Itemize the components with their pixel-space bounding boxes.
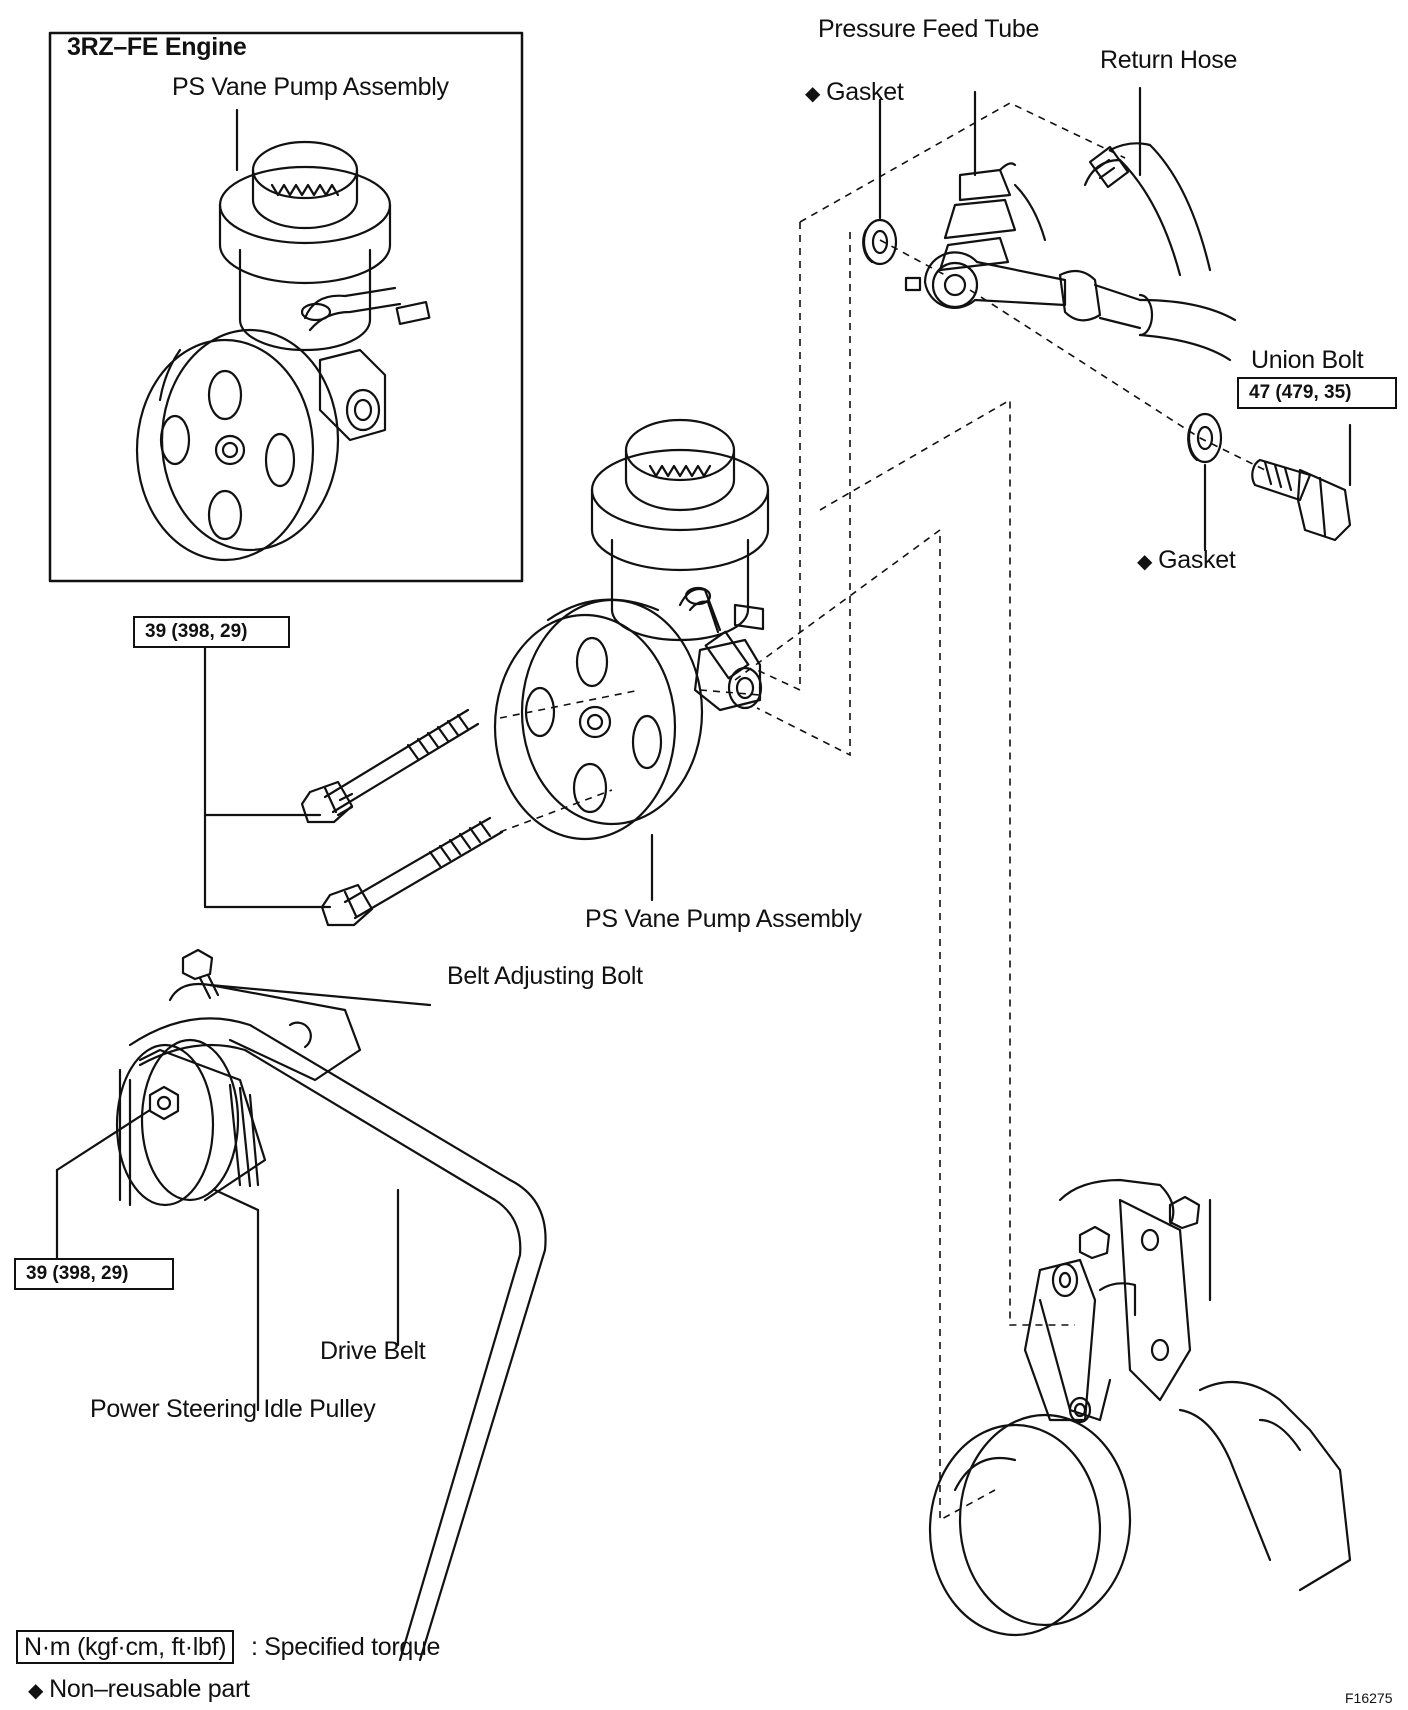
gasket-bottom-label: ◆Gasket — [1137, 546, 1236, 575]
return-hose — [1083, 86, 1212, 277]
torque-legend-text: : Specified torque — [250, 1633, 441, 1661]
gasket-top-text: Gasket — [826, 78, 904, 106]
torque-legend: N·m (kgf·cm, ft·lbf) : Specified torque — [16, 1630, 441, 1664]
idle-pulley-torque: 39 (398, 29) — [14, 1258, 174, 1290]
inset-pump-drawing — [135, 140, 431, 562]
belt-adjust-bracket — [168, 948, 432, 1082]
gasket-top-label: ◆Gasket — [805, 78, 904, 107]
drive-belt-label: Drive Belt — [320, 1337, 426, 1365]
union-bolt-torque: 47 (479, 35) — [1237, 377, 1397, 409]
pump-bolts-torque: 39 (398, 29) — [133, 616, 290, 648]
idle-pulley-label: Power Steering Idle Pulley — [90, 1395, 376, 1423]
gasket-bottom — [1187, 412, 1223, 464]
pressure-feed-tube — [904, 90, 1237, 362]
nonreusable-diamond-icon: ◆ — [805, 83, 821, 105]
inset-title: 3RZ–FE Engine — [67, 33, 247, 61]
belt-adjusting-bolt-label: Belt Adjusting Bolt — [447, 962, 643, 990]
idle-pulley — [55, 1038, 267, 1412]
figure-code: F16275 — [1345, 1690, 1393, 1706]
pump-assembly-label: PS Vane Pump Assembly — [585, 905, 862, 933]
union-bolt-label: Union Bolt — [1251, 346, 1364, 374]
return-hose-label: Return Hose — [1100, 46, 1238, 74]
nonreusable-diamond-icon: ◆ — [1137, 551, 1153, 573]
inset-frame — [48, 31, 524, 583]
pump-bolt-lower — [320, 816, 504, 927]
gasket-top — [862, 218, 898, 266]
pump-bolt-upper — [300, 708, 480, 824]
drive-belt — [118, 1017, 547, 1662]
pressure-feed-tube-label: Pressure Feed Tube — [818, 15, 1040, 43]
engine-bracket — [928, 1178, 1352, 1637]
nonreusable-diamond-icon: ◆ — [28, 1680, 44, 1702]
nonreusable-legend: ◆Non–reusable part — [28, 1675, 250, 1704]
union-bolt — [1251, 423, 1352, 542]
nonreusable-legend-text: Non–reusable part — [49, 1675, 250, 1703]
inset-pump-label: PS Vane Pump Assembly — [172, 73, 449, 101]
gasket-bottom-text: Gasket — [1158, 546, 1236, 574]
torque-units-box: N·m (kgf·cm, ft·lbf) — [16, 1630, 235, 1664]
main-pump-drawing — [493, 418, 770, 902]
